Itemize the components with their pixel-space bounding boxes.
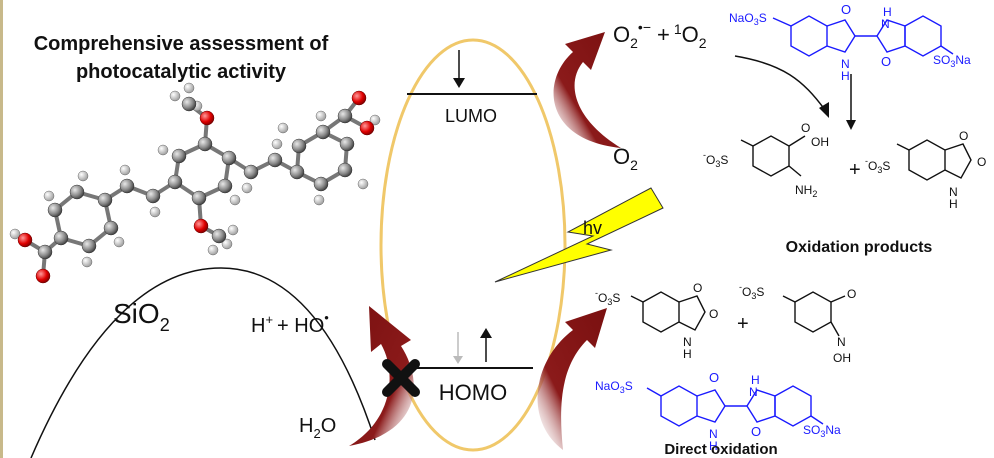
sio2-label: SiO2 [113, 298, 170, 335]
svg-text:O: O [801, 121, 810, 135]
direct-oxidation-label: Direct oxidation [664, 441, 777, 458]
direct-product-isatin: -O3S O O N H [595, 281, 718, 361]
svg-text:H: H [751, 373, 760, 387]
svg-text:N: N [683, 335, 692, 349]
oxidation-product-isatin: -O3S O O N H [865, 129, 986, 211]
lumo-label: LUMO [445, 106, 497, 126]
direct-product-quinone-oxime: -O3S O N OH [739, 282, 856, 365]
svg-text:SO3Na: SO3Na [933, 53, 971, 69]
oxidation-product-anthranilic: -O3S O OH NH2 [703, 121, 829, 199]
svg-text:O: O [847, 287, 856, 301]
indigo-carmine-bottom: NaO3S O H N N H O SO3Na [595, 370, 841, 453]
svg-text:N: N [841, 57, 850, 71]
svg-text:-O3S: -O3S [703, 150, 728, 169]
svg-text:O: O [959, 129, 968, 143]
lumo-reduction-arrow [553, 32, 621, 148]
homo-oxidation-arrow-right [537, 308, 607, 450]
lumo-arrowhead [453, 78, 465, 88]
title-line-2: photocatalytic activity [76, 61, 287, 83]
svg-text:NaO3S: NaO3S [729, 11, 767, 27]
svg-text:O: O [841, 2, 851, 17]
products-plus: + [849, 159, 861, 181]
svg-text:H: H [883, 5, 892, 19]
svg-text:NaO3S: NaO3S [595, 379, 633, 395]
svg-text:O: O [709, 370, 719, 385]
reaction-curve-arrow [734, 55, 826, 111]
svg-text:H: H [841, 69, 850, 83]
svg-text:N: N [709, 427, 718, 441]
diagram-svg: Comprehensive assessment of photocatalyt… [9, 2, 986, 458]
homo-grey-arrowhead [453, 356, 463, 364]
proton-hydroxyl-label: H++ HO• [251, 310, 329, 337]
svg-text:O: O [977, 155, 986, 169]
svg-text:N: N [749, 385, 758, 399]
svg-text:H: H [683, 347, 692, 361]
hv-label: hv [583, 218, 602, 238]
superoxide-singlet-label: O2•−+1O2 [613, 19, 707, 51]
svg-text:-O3S: -O3S [595, 288, 620, 307]
molecule-oxygens [17, 90, 375, 284]
svg-text:N: N [881, 17, 890, 31]
oxygen-label: O2 [613, 144, 638, 173]
homo-up-arrowhead [480, 328, 492, 338]
water-label: H2O [299, 415, 336, 441]
svg-text:-O3S: -O3S [865, 156, 890, 175]
lightning-icon [494, 187, 664, 283]
blocked-pathway-cross-icon [382, 359, 420, 397]
svg-text:SO3Na: SO3Na [803, 423, 841, 439]
svg-text:O: O [881, 54, 891, 69]
silica-particle-arc [30, 267, 376, 458]
svg-text:OH: OH [833, 351, 851, 365]
title-line-1: Comprehensive assessment of [34, 33, 329, 55]
svg-text:N: N [949, 185, 958, 199]
svg-text:O: O [709, 307, 718, 321]
molecule-carbons [37, 96, 355, 260]
svg-text:O: O [693, 281, 702, 295]
direct-products-plus: + [737, 313, 749, 335]
reaction-curve-arrowhead [819, 102, 829, 118]
svg-text:N: N [837, 335, 846, 349]
svg-text:OH: OH [811, 135, 829, 149]
svg-text:H: H [949, 197, 958, 211]
energy-ellipse [379, 38, 567, 452]
homo-label: HOMO [439, 380, 507, 405]
svg-text:-O3S: -O3S [739, 282, 764, 301]
molecule-hydrogens [9, 82, 381, 268]
dye-down-arrowhead [846, 120, 856, 130]
svg-text:O: O [751, 424, 761, 439]
svg-text:H: H [709, 439, 718, 453]
svg-text:NH2: NH2 [795, 183, 817, 199]
homo-water-oxidation-arrow [349, 306, 414, 446]
oxidation-products-label: Oxidation products [786, 239, 933, 256]
indigo-carmine-top: NaO3S O H N N H O SO3Na [729, 2, 971, 83]
